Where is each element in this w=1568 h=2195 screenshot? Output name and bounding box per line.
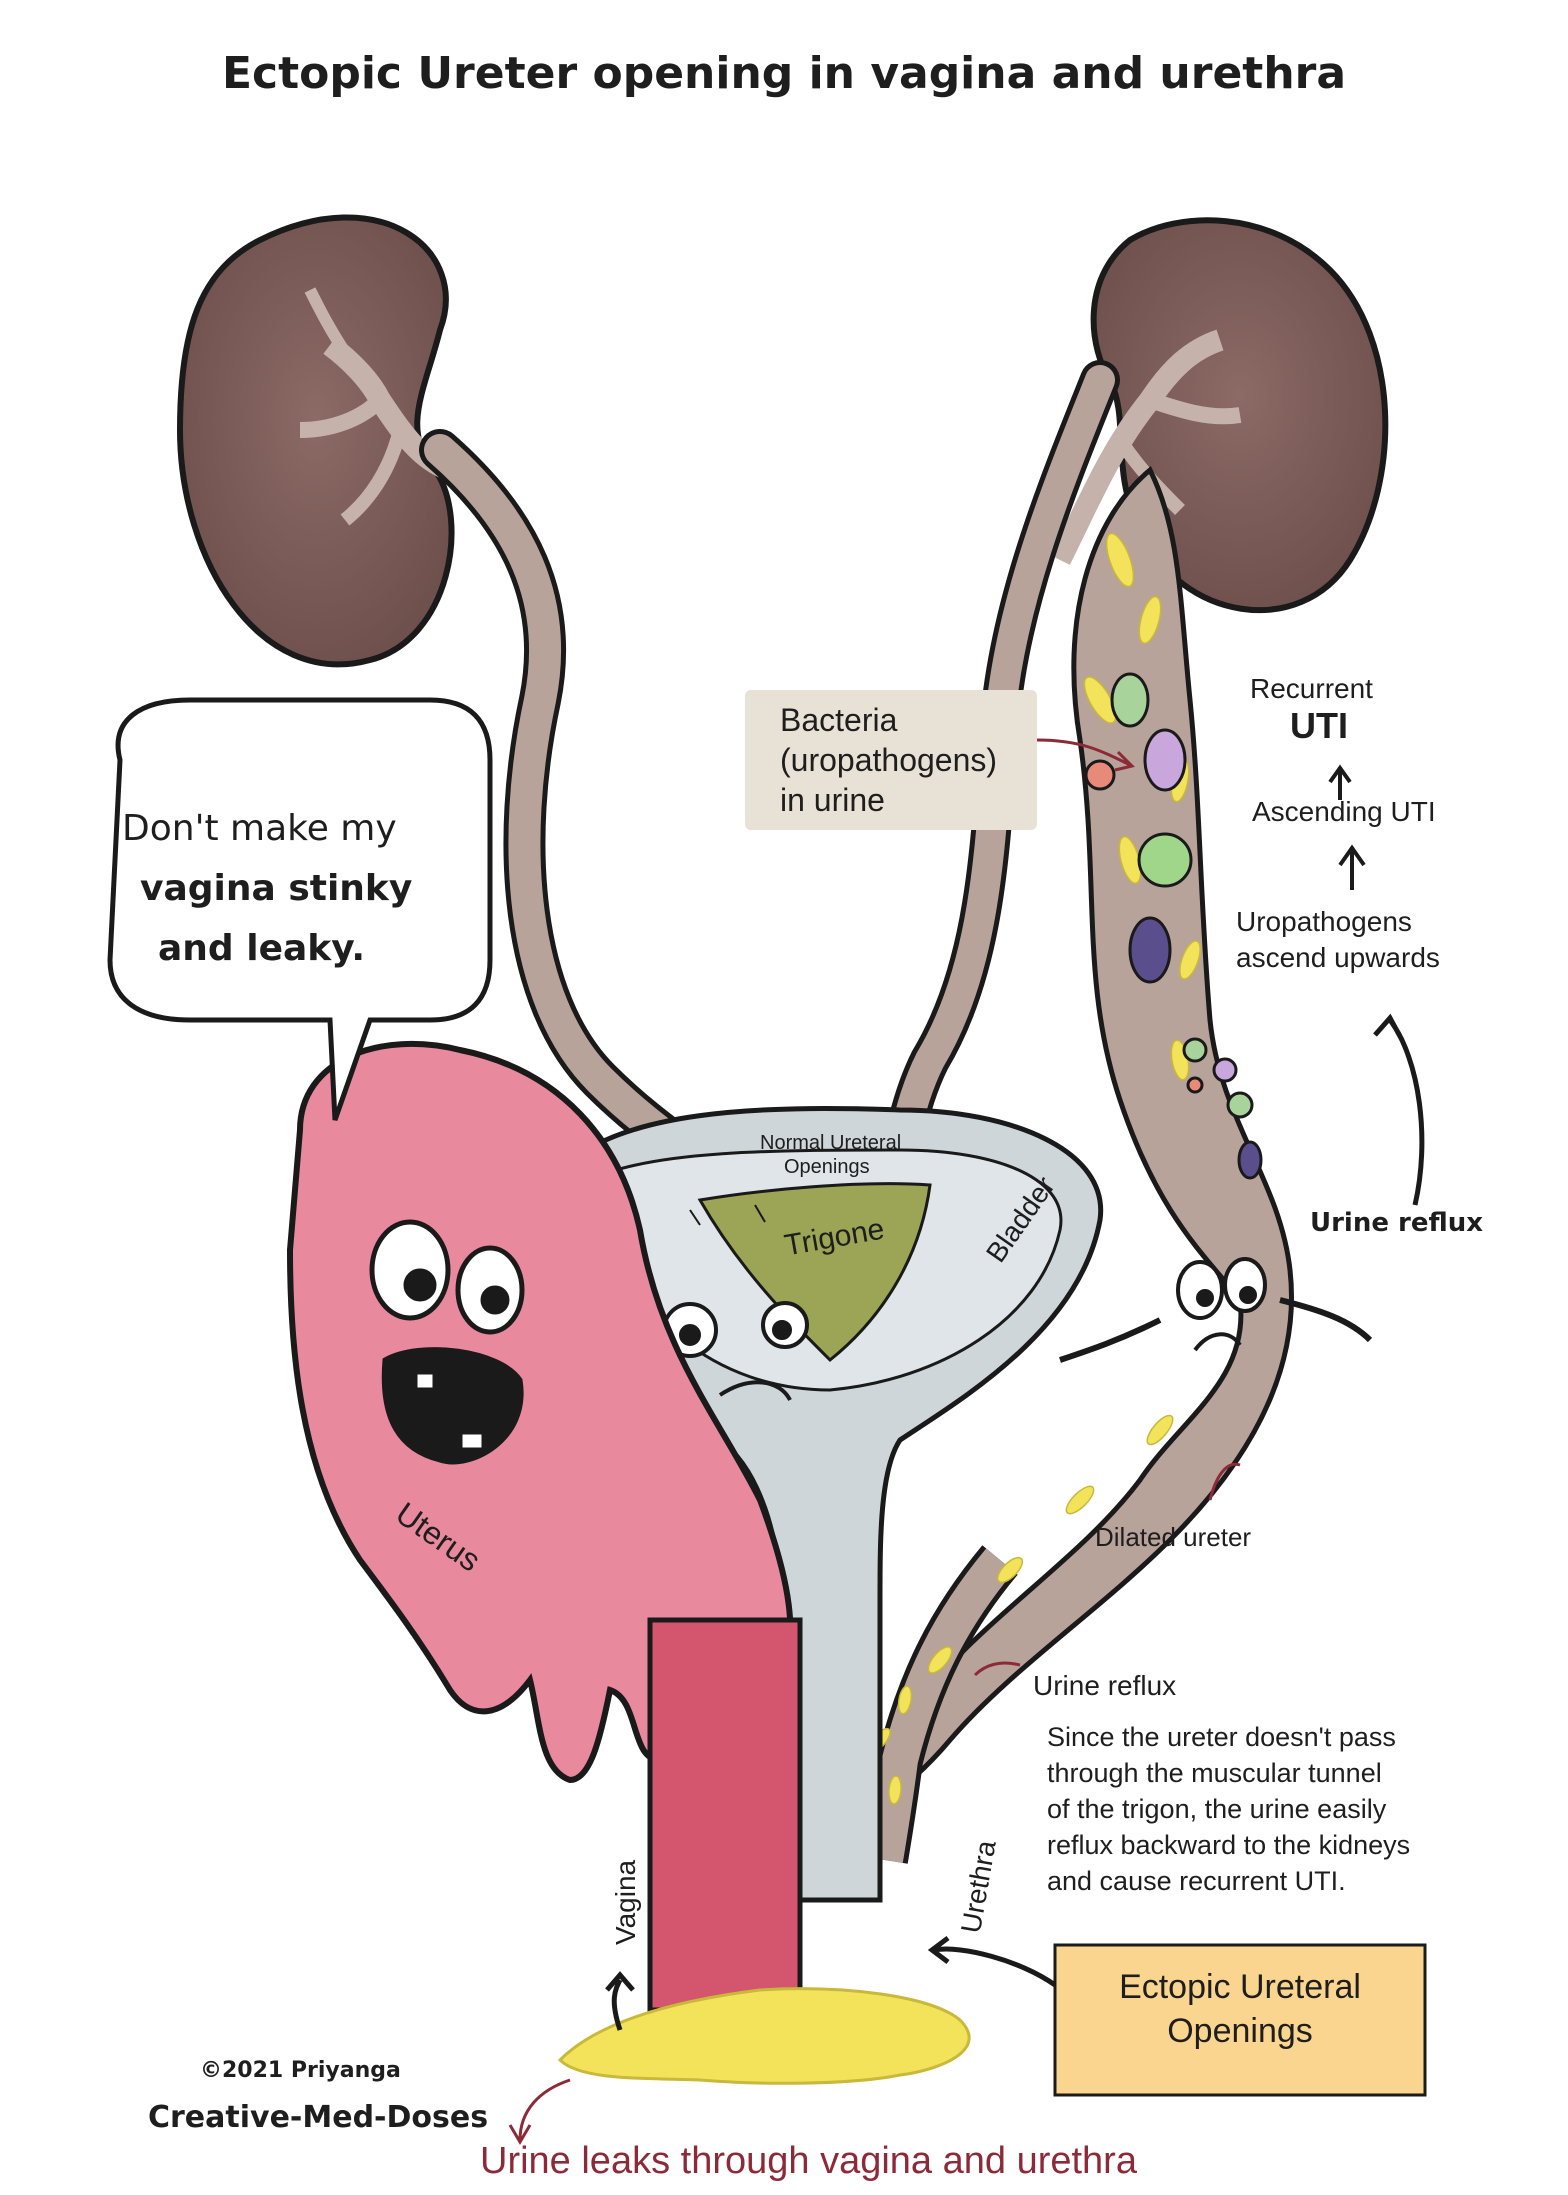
speech-bubble (107, 697, 493, 1121)
vagina-label: Vagina (610, 1859, 641, 1945)
ectopic-box-line-1: Ectopic Ureteral (1119, 1968, 1361, 2006)
uti-ascending: Ascending UTI (1252, 796, 1436, 827)
normal-openings-line-1: Normal Ureteral (760, 1132, 902, 1154)
explanation-line-1: Since the ureter doesn't pass (1047, 1722, 1396, 1752)
arrows (605, 764, 1425, 2031)
left-renal-pelvis (299, 287, 455, 526)
urine-droplets (869, 532, 1201, 1805)
urine-reflux-bottom-label: Urine reflux (1033, 1670, 1177, 1701)
uti-recurrent: Recurrent (1250, 673, 1373, 704)
speech-line-1: Don't make my (122, 808, 397, 849)
bacteria-box-line-1: Bacteria (780, 702, 898, 738)
normal-openings-line-2: Openings (784, 1156, 870, 1178)
ectopic-box (1053, 1943, 1427, 2097)
vagina-tube (647, 1617, 803, 2013)
bacteria-box (745, 690, 1037, 830)
ureter-face (1059, 1257, 1373, 1363)
page-title: Ectopic Ureter opening in vagina and ure… (221, 48, 1347, 99)
left-kidney (176, 214, 455, 668)
credit-line-2: Creative-Med-Doses (148, 2100, 489, 2135)
urine-puddle (557, 1987, 971, 2085)
uti-ascend-line-2: ascend upwards (1236, 942, 1440, 973)
bacteria-box-line-3: in urine (780, 782, 885, 818)
bacteria-cells (1084, 672, 1263, 1180)
explanation-line-3: of the trigon, the urine easily (1047, 1794, 1387, 1824)
trigone-shape (697, 1182, 932, 1363)
uterus-face (369, 1219, 525, 1465)
urine-reflux-side-label: Urine reflux (1310, 1208, 1484, 1238)
red-arrows (508, 738, 1241, 2145)
explanation-line-4: reflux backward to the kidneys (1047, 1830, 1411, 1860)
bottom-caption: Urine leaks through vagina and urethra (480, 2140, 1137, 2182)
credit-line-1: ©2021 Priyanga (200, 2058, 401, 2083)
explanation-line-5: and cause recurrent UTI. (1047, 1866, 1346, 1896)
ectopic-box-line-2: Openings (1167, 2012, 1313, 2050)
dilated-ureter-label: Dilated ureter (1095, 1522, 1252, 1552)
speech-line-2: vagina stinky (140, 868, 413, 909)
bladder-face (662, 1301, 809, 1402)
explanation-line-2: through the muscular tunnel (1047, 1758, 1382, 1788)
speech-line-3: and leaky. (158, 928, 366, 969)
uti-ascend-line-1: Uropathogens (1236, 906, 1412, 937)
bacteria-box-line-2: (uropathogens) (780, 742, 998, 778)
uti-label: UTI (1290, 705, 1348, 746)
